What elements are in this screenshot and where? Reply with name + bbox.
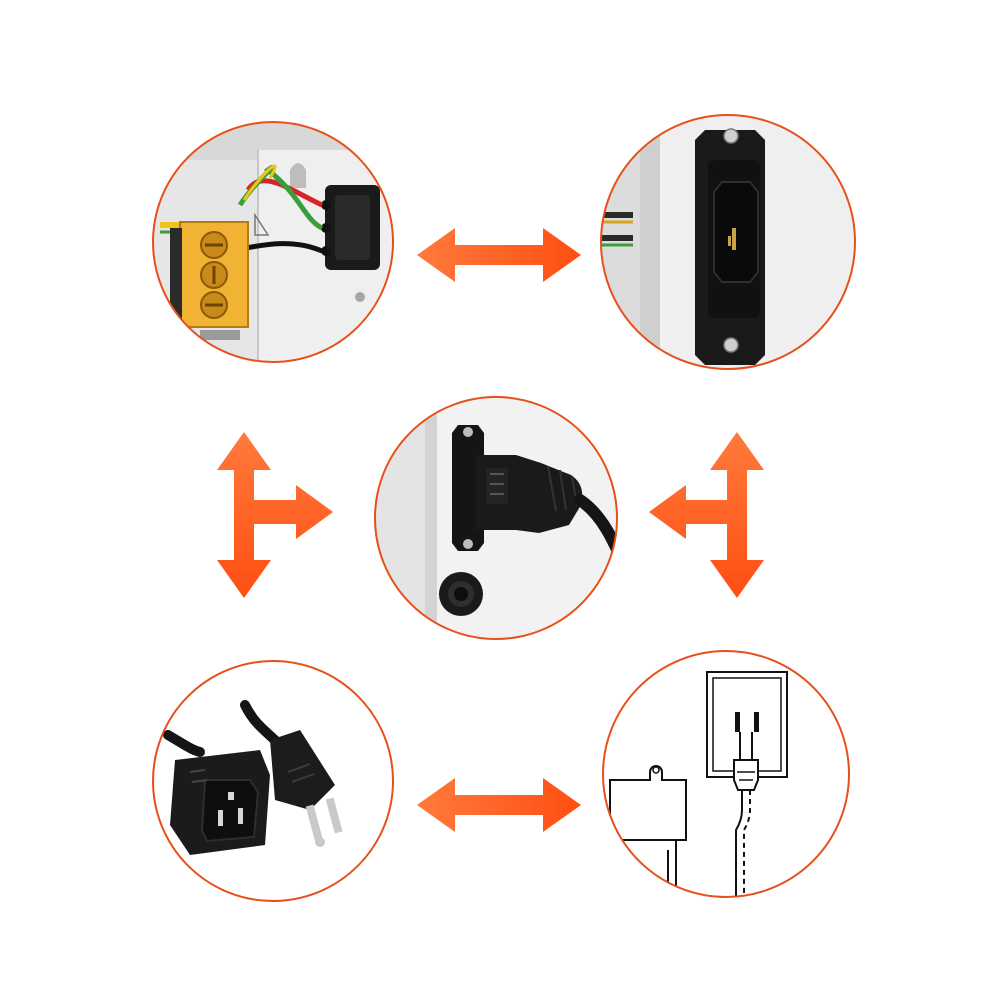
wall-outlet-diagram-panel (602, 650, 850, 898)
plugged-connector-panel (374, 396, 618, 640)
terminal-wiring-panel (152, 121, 394, 363)
double-arrow-top (417, 228, 581, 282)
power-cord-panel (152, 660, 394, 902)
power-cord-c13-nema-plug-icon (153, 661, 393, 901)
plugged-power-connector-icon (375, 397, 617, 639)
iec-inlet-panel (600, 114, 856, 370)
wall-outlet-diagram-icon (603, 651, 849, 897)
double-arrow-bottom (417, 778, 581, 832)
iec-c14-inlet-icon (601, 115, 855, 369)
t-arrow-left (217, 432, 333, 598)
t-arrow-right (649, 432, 764, 598)
